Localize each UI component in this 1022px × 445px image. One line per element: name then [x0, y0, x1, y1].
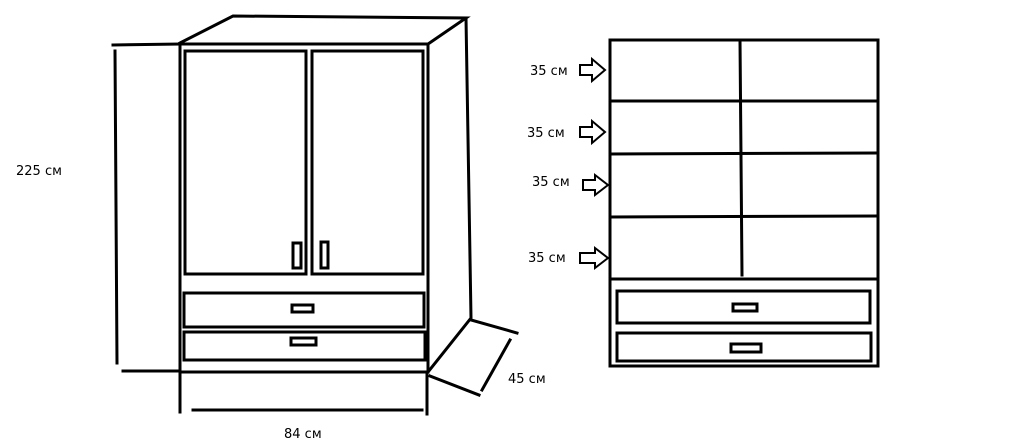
depth-label: 45 см — [508, 372, 546, 387]
wardrobe-interior: 35 см 35 см 35 см 35 см — [527, 38, 880, 368]
top-face — [177, 14, 471, 47]
width-dimension — [178, 371, 429, 416]
depth-dimension — [428, 318, 519, 397]
front-face — [178, 42, 430, 374]
shelf-height-label: 35 см — [532, 175, 570, 190]
lower-drawer — [182, 330, 427, 362]
height-label: 225 см — [16, 164, 62, 179]
interior-lower-drawer — [615, 331, 873, 363]
interior-upper-drawer-handle — [731, 302, 759, 313]
upper-drawer — [182, 291, 426, 329]
center-divider — [738, 38, 744, 277]
shelf-arrow-icon — [579, 118, 607, 146]
shelf-height-label: 35 см — [530, 64, 568, 79]
interior-frame — [608, 38, 880, 368]
upper-drawer-handle — [290, 303, 315, 314]
lower-drawer-handle — [289, 336, 318, 347]
interior-lower-drawer-handle — [729, 342, 763, 354]
right-door-handle — [319, 240, 330, 270]
shelf-arrow-icon — [582, 172, 610, 198]
shelf-arrow-icon — [579, 245, 610, 271]
right-door — [310, 49, 425, 276]
shelf — [608, 151, 880, 156]
left-door — [183, 49, 308, 276]
interior-upper-drawer — [615, 289, 872, 325]
height-dimension — [111, 42, 182, 373]
left-door-handle — [291, 241, 303, 270]
wardrobe-perspective: 225 см 84 см 45 см — [16, 14, 546, 442]
side-face — [425, 16, 473, 375]
width-label: 84 см — [284, 427, 322, 442]
shelf-height-label: 35 см — [527, 126, 565, 141]
shelf-height-label: 35 см — [528, 251, 566, 266]
shelf — [608, 214, 880, 219]
shelf-arrow-icon — [579, 56, 607, 84]
